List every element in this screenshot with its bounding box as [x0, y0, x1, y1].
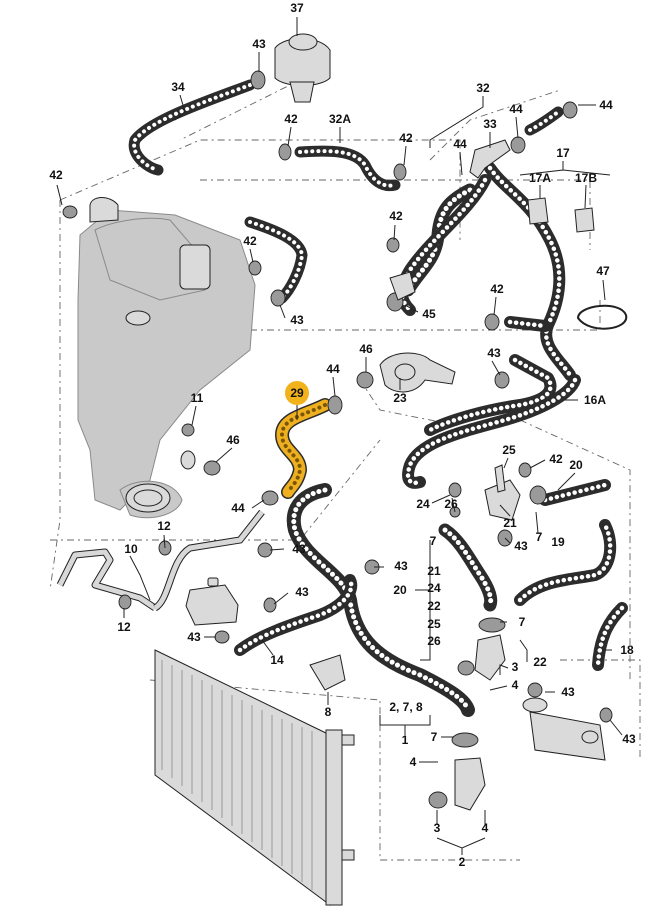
callout-2: 2 [459, 855, 466, 869]
callout-22: 22 [533, 655, 547, 669]
callout-22: 22 [427, 599, 441, 613]
callout-44: 44 [599, 98, 613, 112]
callout-44: 44 [231, 501, 245, 515]
engine-block-icon [77, 197, 256, 519]
callout-12: 12 [157, 519, 171, 533]
coolant-pipe-10 [56, 509, 265, 612]
hose-clamp-icon [62, 70, 628, 811]
callout-labels: 37 43 34 42 42 32A 42 32 44 44 33 44 17 … [49, 1, 636, 869]
callout-47: 47 [596, 264, 610, 278]
callout-43: 43 [292, 542, 306, 556]
callout-17a: 17A [529, 171, 551, 185]
callout-42: 42 [49, 168, 63, 182]
callout-44: 44 [326, 362, 340, 376]
callout-7: 7 [536, 530, 543, 544]
radiator-icon [154, 649, 355, 906]
reservoir-icon [185, 577, 239, 626]
callout-45: 45 [422, 307, 436, 321]
callout-46: 46 [359, 342, 373, 356]
callout-14: 14 [270, 653, 284, 667]
callout-11: 11 [191, 391, 204, 405]
callout-4: 4 [410, 755, 417, 769]
callout-7: 7 [430, 534, 437, 548]
callout-25: 25 [427, 617, 441, 631]
callout-7: 7 [519, 615, 526, 629]
callout-4: 4 [482, 821, 489, 835]
callout-24: 24 [427, 581, 441, 595]
callout-42: 42 [243, 234, 257, 248]
callout-37: 37 [290, 1, 304, 15]
callout-42: 42 [389, 209, 403, 223]
callout-10: 10 [124, 542, 138, 556]
callout-21: 21 [427, 564, 441, 578]
thermostat-housing-icon [379, 352, 456, 393]
callout-16a: 16A [584, 393, 606, 407]
callout-44: 44 [509, 102, 523, 116]
callout-8: 8 [325, 705, 332, 719]
callout-29: 29 [290, 386, 304, 400]
callout-25: 25 [502, 443, 516, 457]
callout-42: 42 [399, 131, 413, 145]
callout-24: 24 [416, 497, 430, 511]
callout-17b: 17B [575, 171, 597, 185]
highlighted-hose-29 [275, 398, 332, 499]
callout-46: 46 [226, 433, 240, 447]
callout-19: 19 [551, 535, 565, 549]
callout-26: 26 [427, 634, 441, 648]
callout-3: 3 [434, 821, 441, 835]
callout-43: 43 [622, 732, 636, 746]
callout-43: 43 [290, 313, 304, 327]
callout-34: 34 [171, 80, 185, 94]
callout-20: 20 [393, 583, 407, 597]
callout-43: 43 [394, 559, 408, 573]
callout-20: 20 [569, 458, 583, 472]
oil-cooler-icon [522, 697, 606, 761]
callout-32a: 32A [329, 112, 351, 126]
callout-42: 42 [549, 452, 563, 466]
callout-32: 32 [476, 81, 490, 95]
callout-43: 43 [514, 539, 528, 553]
callout-3: 3 [512, 660, 519, 674]
callout-21: 21 [503, 516, 517, 530]
callout-17: 17 [556, 146, 570, 160]
callout-43: 43 [561, 685, 575, 699]
coolant-hoses [128, 79, 628, 717]
callout-42: 42 [284, 112, 298, 126]
callout-1: 1 [402, 733, 409, 747]
callout-43: 43 [487, 346, 501, 360]
callout-33: 33 [483, 117, 497, 131]
callout-2-7-8: 2, 7, 8 [389, 700, 423, 714]
callout-18: 18 [620, 643, 634, 657]
callout-43: 43 [187, 630, 201, 644]
callout-12: 12 [117, 620, 131, 634]
callout-23: 23 [393, 391, 407, 405]
callout-42: 42 [490, 282, 504, 296]
highlight-badge-29: 29 [285, 381, 309, 405]
callout-44: 44 [453, 137, 467, 151]
callout-4: 4 [512, 678, 519, 692]
expansion-tank-icon [274, 33, 331, 103]
callout-7: 7 [431, 730, 438, 744]
leader-lines [56, 17, 623, 855]
callout-43: 43 [252, 37, 266, 51]
callout-43: 43 [295, 585, 309, 599]
callout-26: 26 [444, 497, 458, 511]
